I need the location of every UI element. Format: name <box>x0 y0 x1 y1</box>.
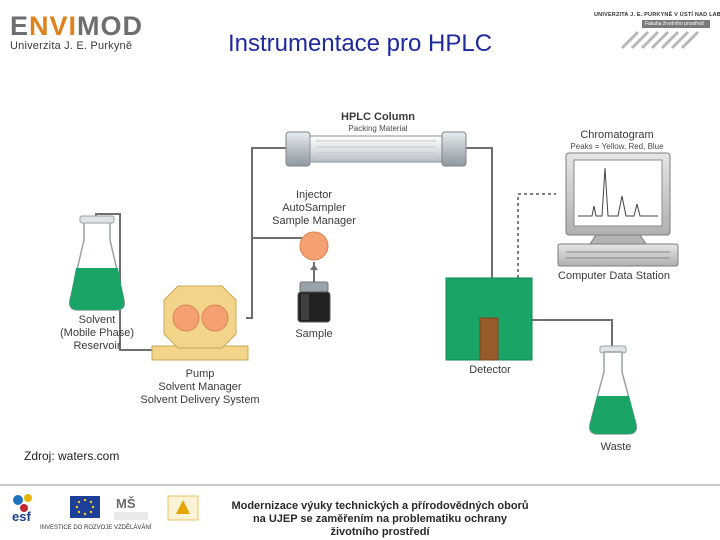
msmt-logo: MŠ <box>114 496 148 520</box>
ujep-university-line: UNIVERZITA J. E. PURKYNĚ V ÚSTÍ NAD LABE… <box>594 12 720 18</box>
needle-arrow-icon <box>310 264 318 270</box>
sample-label: Sample <box>295 328 332 340</box>
reservoir-label: Reservoir <box>73 340 120 352</box>
footer-investice-text: INVESTICE DO ROZVOJE VZDĚLÁVÁNÍ <box>40 525 152 531</box>
ujep-faculty-band: Fakulta životního prostředí <box>642 20 710 28</box>
logo-university-name: Univerzita J. E. Purkyně <box>10 40 133 52</box>
footer-line-2: na UJEP se zaměřením na problematiku och… <box>252 513 508 525</box>
computer-label: Computer Data Station <box>558 270 670 282</box>
waste-label: Waste <box>601 441 632 453</box>
detector-to-waste-line <box>532 319 613 348</box>
sample-manager-label: Sample Manager <box>272 215 356 227</box>
footer-line-1: Modernizace výuky technických a přírodov… <box>231 500 529 512</box>
pump-head-left <box>172 304 200 332</box>
solvent-delivery-label: Solvent Delivery System <box>140 394 259 406</box>
solvent-label: Solvent <box>79 314 116 326</box>
solvent-flask <box>68 215 126 311</box>
footer-logos: esf MŠ <box>10 494 199 524</box>
hplc-column <box>285 131 467 167</box>
pump-label: Pump <box>186 368 215 380</box>
injector-label: Injector <box>296 189 332 201</box>
ujep-logo: UNIVERZITA J. E. PURKYNĚ V ÚSTÍ NAD LABE… <box>594 12 720 55</box>
pump-to-column-line <box>246 147 286 319</box>
column-title: HPLC Column <box>341 111 415 123</box>
pump-head-right <box>201 304 229 332</box>
footer-line-3: životního prostředí <box>330 526 430 538</box>
detector-label: Detector <box>469 364 511 376</box>
column-subtitle: Packing Material <box>348 124 407 133</box>
chromatogram-subtitle: Peaks = Yellow, Red, Blue <box>570 142 664 151</box>
logo-wordmark: ENVIMOD <box>10 11 144 41</box>
signal-line <box>517 193 556 278</box>
page-title: Instrumentace pro HPLC <box>227 30 493 57</box>
chromatogram-title: Chromatogram <box>580 129 653 141</box>
sample-vial <box>297 281 331 323</box>
esf-logo: esf <box>10 494 62 524</box>
svg-text:MŠ: MŠ <box>116 496 136 511</box>
computer-data-station <box>557 152 679 267</box>
eu-flag-icon <box>70 496 100 518</box>
hplc-diagram: HPLC Column Packing Material Injector Au… <box>60 111 679 453</box>
pump <box>151 285 249 361</box>
injector-valve <box>299 231 329 261</box>
envimod-logo: ENVIMOD Univerzita J. E. Purkyně <box>10 12 143 52</box>
autosampler-label: AutoSampler <box>282 202 346 214</box>
solvent-manager-label: Solvent Manager <box>158 381 241 393</box>
svg-text:esf: esf <box>12 509 31 524</box>
mobile-phase-label: (Mobile Phase) <box>60 327 134 339</box>
op-vk-logo <box>167 495 199 521</box>
detector <box>445 277 533 361</box>
chromatogram-trace <box>578 167 658 217</box>
source-note: Zdroj: waters.com <box>24 449 120 463</box>
footer-divider <box>0 484 720 486</box>
waste-flask <box>588 345 638 435</box>
footer-project-text: Modernizace výuky technických a přírodov… <box>210 500 550 539</box>
column-to-detector-line <box>466 147 493 278</box>
ujep-stripes-icon <box>620 30 700 50</box>
